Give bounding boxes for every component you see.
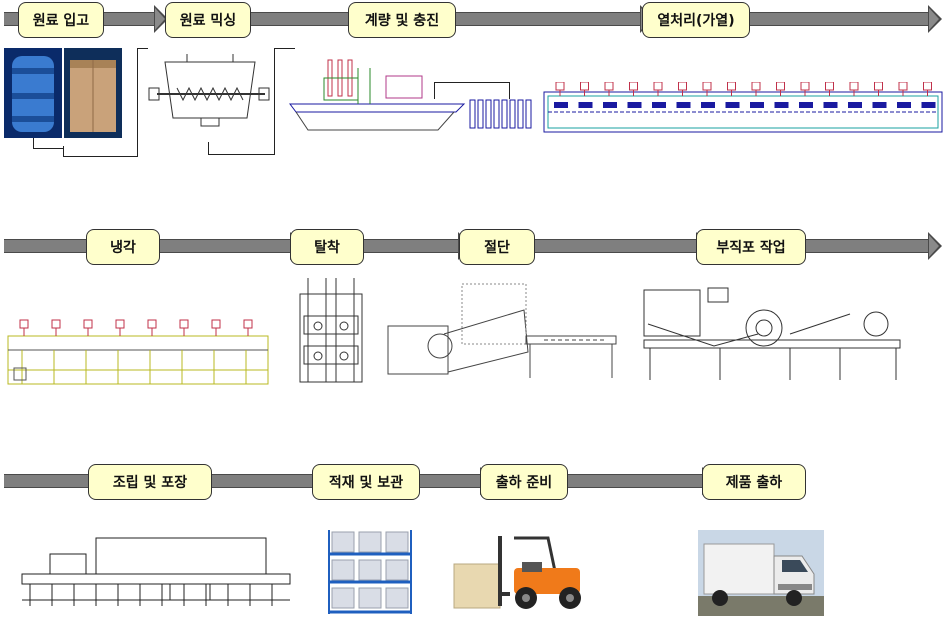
flow-arrow-row1-b xyxy=(240,5,364,33)
weighing-filling-machine-drawing xyxy=(288,56,468,134)
step-cooling: 냉각 xyxy=(86,229,160,265)
step-weighing-filling: 계량 및 충진 xyxy=(348,2,456,38)
forklift-illustration xyxy=(452,532,588,612)
step-cutting: 절단 xyxy=(459,229,535,265)
step-raw-material-receiving: 원료 입고 xyxy=(18,2,104,38)
step-raw-material-mixing: 원료 믹싱 xyxy=(165,2,251,38)
storage-rack-drawing xyxy=(326,528,414,616)
step-assembly-packaging: 조립 및 포장 xyxy=(88,464,212,500)
delivery-truck-photo xyxy=(698,530,824,616)
cutting-machine-drawing xyxy=(384,282,620,382)
step-nonwoven-work: 부직포 작업 xyxy=(696,229,806,265)
flow-arrow-row2-d xyxy=(534,232,710,260)
step-stacking-storage: 적재 및 보관 xyxy=(312,464,420,500)
flow-arrow-row2-c xyxy=(362,232,472,260)
flow-arrow-row1-c xyxy=(450,5,654,33)
mixer-machine-drawing xyxy=(147,52,272,142)
connector-line xyxy=(63,146,138,157)
demolding-machine-drawing xyxy=(298,276,364,386)
raw-material-bag-photo xyxy=(4,48,62,138)
flow-arrow-row3-c xyxy=(418,467,494,495)
nonwoven-line-drawing xyxy=(640,284,904,386)
step-shipping-preparation: 출하 준비 xyxy=(480,464,568,500)
connector-line xyxy=(33,138,64,149)
connector-line xyxy=(208,142,275,155)
flow-arrow-row3-a xyxy=(4,467,114,495)
flow-arrow-row3-d xyxy=(566,467,716,495)
raw-material-box-photo xyxy=(64,48,122,138)
cooling-line-drawing xyxy=(6,318,270,386)
flow-arrow-row2-b xyxy=(158,232,304,260)
connector-line xyxy=(274,48,295,155)
flow-arrow-row2-a xyxy=(4,232,104,260)
flow-arrow-row2-e xyxy=(804,232,942,260)
step-demolding: 탈착 xyxy=(290,229,364,265)
connector-line xyxy=(137,48,148,157)
heating-oven-drawing xyxy=(542,82,944,134)
step-heat-treatment: 열처리(가열) xyxy=(642,2,750,38)
filled-molds-drawing xyxy=(468,98,534,132)
flow-arrow-row3-b xyxy=(210,467,328,495)
connector-line xyxy=(434,82,510,99)
step-product-shipment: 제품 출하 xyxy=(702,464,806,500)
flow-arrow-row1-d xyxy=(748,5,942,33)
assembly-line-drawing xyxy=(20,530,292,608)
